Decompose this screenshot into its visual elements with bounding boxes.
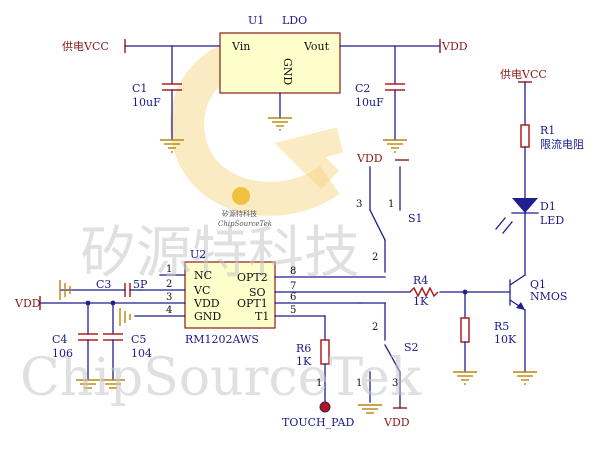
u2-pin8-name: OPT2 <box>237 271 268 284</box>
vin-net-label: 供电VCC <box>62 39 109 53</box>
u2-pin6-name: OPT1 <box>237 297 268 310</box>
u2-pin5-name: T1 <box>255 310 269 323</box>
r4-resistor <box>409 286 439 298</box>
s2-ref: S2 <box>404 341 419 354</box>
u2-ref: U2 <box>190 248 206 261</box>
r6-value: 1K <box>296 355 312 368</box>
led-branch <box>409 81 539 385</box>
watermark-text-cn: 矽源特科技 <box>80 221 360 286</box>
c1-ref: C1 <box>132 82 147 95</box>
u2-pin6-num: 6 <box>290 292 296 303</box>
vdd-label-top: VDD <box>441 40 468 53</box>
s2-pin1: 1 <box>356 378 362 389</box>
ldo-u1 <box>219 32 341 94</box>
u2-pin2-num: 2 <box>166 279 172 290</box>
r5-resistor <box>460 317 470 343</box>
logo-small-icon <box>232 187 250 205</box>
r4-value: 1K <box>413 295 429 308</box>
touch-pad-label: TOUCH_PAD <box>282 416 354 429</box>
r4-ref: R4 <box>413 274 428 287</box>
c2-value: 10uF <box>355 96 384 109</box>
d1-desc: LED <box>540 214 564 227</box>
u2-pin7-num: 7 <box>290 281 296 292</box>
u2-chip <box>39 261 411 329</box>
s1-switch <box>369 159 409 273</box>
u1-type: LDO <box>282 14 307 27</box>
u2-pin4-num: 4 <box>166 305 172 316</box>
c5-value: 104 <box>131 347 152 360</box>
s2-switch <box>358 302 407 414</box>
s2-pin2: 2 <box>372 322 378 333</box>
c4-value: 106 <box>52 347 73 360</box>
ldo-section <box>124 32 441 153</box>
u2-pin3-name: VDD <box>193 297 220 310</box>
ldo-vout-label: Vout <box>303 40 330 53</box>
q1-desc: NMOS <box>530 290 567 303</box>
u2-part: RM1202AWS <box>185 333 259 346</box>
d1-led-icon <box>512 198 538 213</box>
u2-pin1-name: NC <box>194 269 212 282</box>
r6-ref: R6 <box>296 342 311 355</box>
c3-ref: C3 <box>96 278 111 291</box>
c3-value: 5P <box>133 278 148 291</box>
c5-ref: C5 <box>131 333 146 346</box>
s1-pin2: 2 <box>372 252 378 263</box>
r6-pin1: 1 <box>316 378 322 389</box>
ldo-gnd-label: GND <box>281 58 294 85</box>
d1-ref: D1 <box>540 200 556 213</box>
u1-ref: U1 <box>248 14 264 27</box>
r1-desc: 限流电阻 <box>540 137 584 151</box>
vin-net-label-led: 供电VCC <box>500 67 547 81</box>
c2-ref: C2 <box>355 82 370 95</box>
q1-ref: Q1 <box>530 278 546 291</box>
logo-text-en: ChipSourceTek <box>218 220 272 228</box>
watermark-text-latin: ChipSourceTek <box>20 348 422 408</box>
r5-value: 10K <box>494 333 517 346</box>
r5-ref: R5 <box>494 320 509 333</box>
vdd-label-s1: VDD <box>356 152 383 165</box>
u2-pin2-name: VC <box>193 284 210 297</box>
touch-branch <box>319 315 331 413</box>
s1-ref: S1 <box>408 212 423 225</box>
touch-pad-icon <box>319 401 331 413</box>
logo-text-cn: 矽源特科技 <box>222 209 257 218</box>
r1-resistor <box>520 124 530 148</box>
u2-pin8-num: 8 <box>290 266 296 277</box>
c4-ref: C4 <box>52 333 67 346</box>
u2-pin5-num: 5 <box>290 305 296 316</box>
u2-pin4-name: GND <box>194 310 221 323</box>
r1-ref: R1 <box>540 124 555 137</box>
u2-pin7-name: SO <box>249 286 266 299</box>
s1-pin1: 1 <box>388 199 394 210</box>
input-caps <box>39 280 141 389</box>
s2-pin3: 3 <box>392 378 398 389</box>
u2-pin1-num: 1 <box>166 264 172 275</box>
ldo-vin-label: Vin <box>231 40 250 53</box>
c1-value: 10uF <box>132 96 161 109</box>
vdd-label-s2: VDD <box>383 416 410 429</box>
vdd-label-left: VDD <box>14 297 41 310</box>
s1-pin3: 3 <box>356 199 362 210</box>
u2-pin3-num: 3 <box>166 292 172 303</box>
